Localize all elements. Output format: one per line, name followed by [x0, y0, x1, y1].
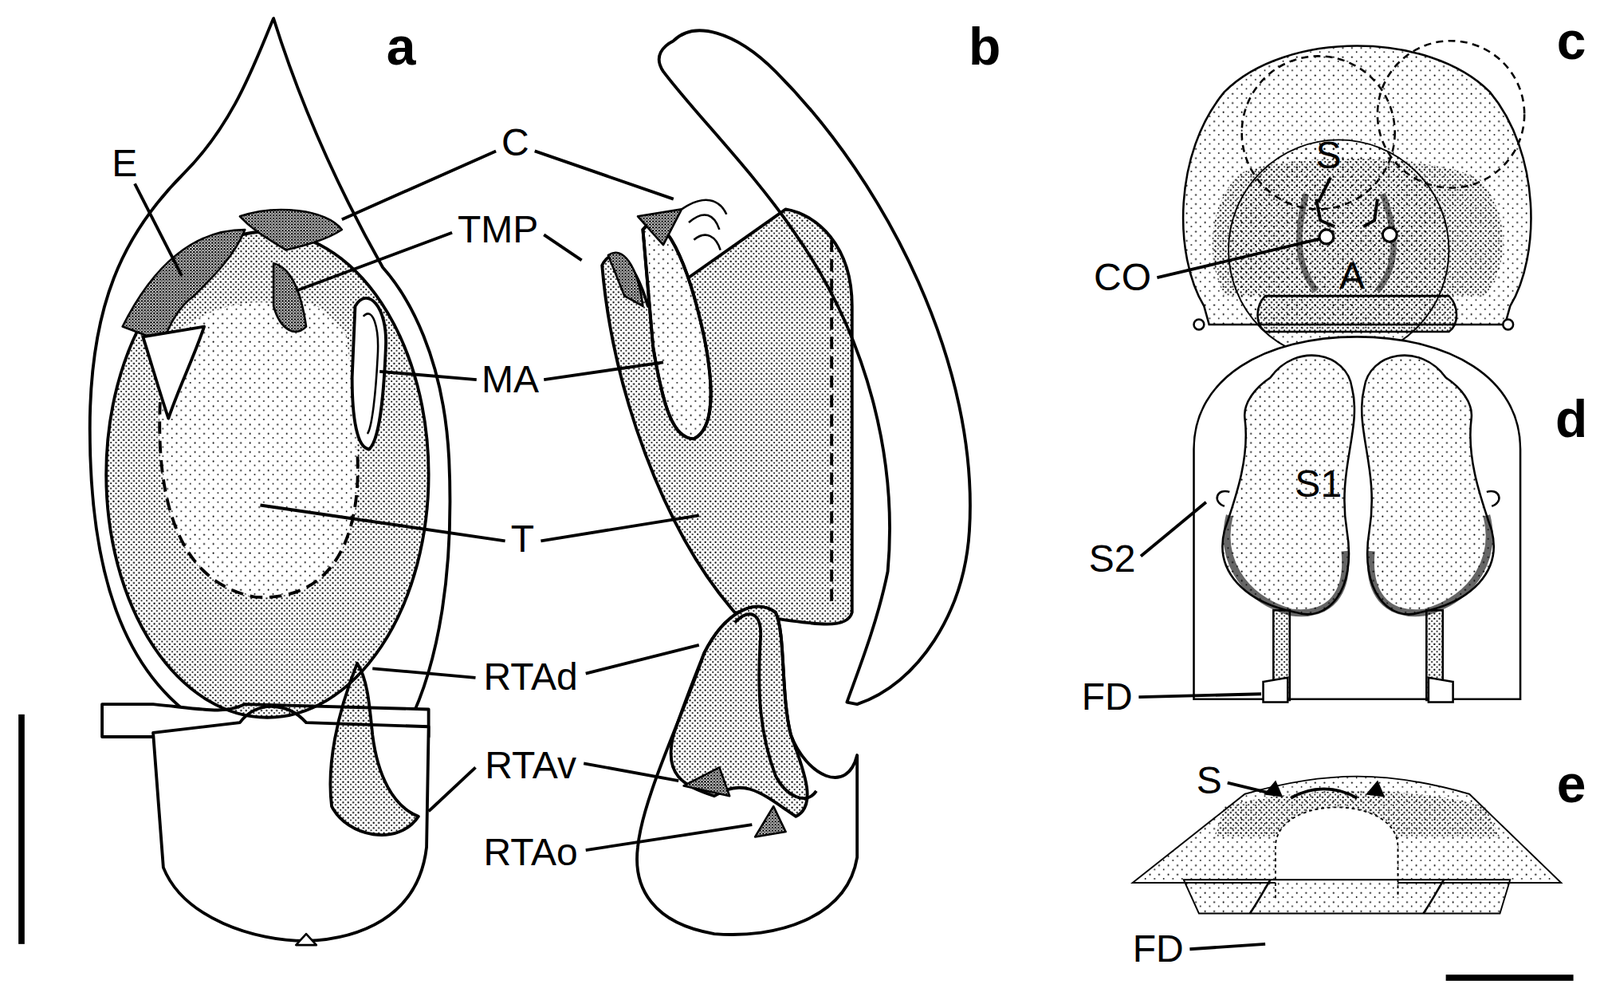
part-label: S — [1196, 761, 1223, 800]
panel-letter: d — [1555, 392, 1588, 445]
part-label: S — [1316, 136, 1342, 175]
part-label: CO — [1093, 258, 1152, 297]
part-label: E — [111, 144, 138, 183]
vulva-dorsal — [1194, 336, 1522, 702]
part-label: RTAv — [484, 746, 577, 785]
panel-letter: e — [1556, 757, 1587, 810]
palp-ventral — [90, 18, 451, 945]
epigyne-ventral — [1183, 40, 1531, 361]
part-label: S1 — [1294, 464, 1342, 504]
part-label: RTAd — [483, 657, 578, 696]
scale-bar — [18, 714, 25, 944]
part-label: T — [511, 519, 535, 559]
part-label: RTAo — [483, 833, 578, 872]
scale-bar — [1446, 974, 1574, 981]
leader-lines — [134, 150, 1331, 949]
part-label: C — [501, 123, 530, 162]
part-label: FD — [1081, 677, 1133, 716]
part-label: A — [1339, 256, 1365, 295]
palp-retrolateral — [601, 30, 971, 935]
part-label: S2 — [1088, 539, 1137, 578]
part-label: MA — [481, 360, 539, 399]
panel-letter: a — [386, 19, 417, 73]
part-label: FD — [1132, 929, 1184, 968]
part-label: TMP — [457, 210, 539, 249]
panel-letter: b — [968, 19, 1001, 73]
panel-letter: c — [1556, 14, 1587, 67]
